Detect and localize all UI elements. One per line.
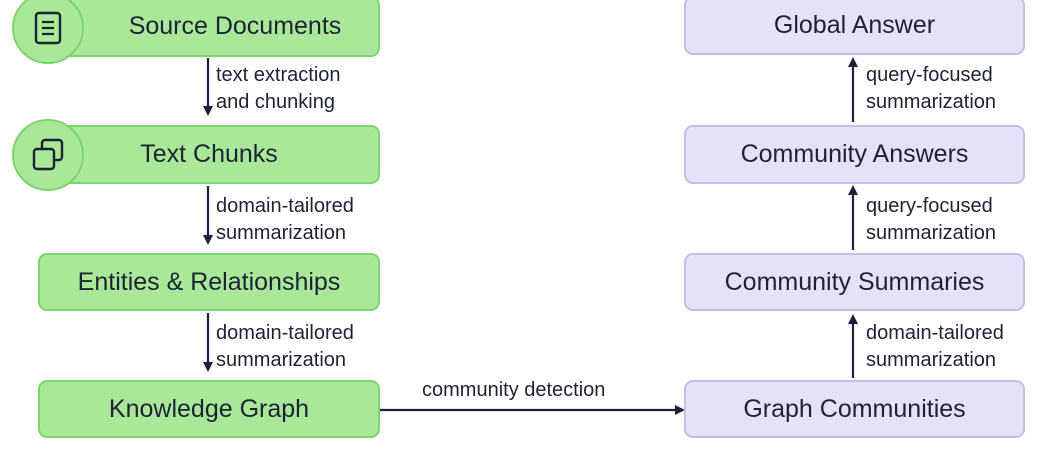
source-documents-node: Source Documents bbox=[38, 0, 380, 57]
overlapping-squares-icon-badge bbox=[12, 119, 84, 191]
community-summaries-label: Community Summaries bbox=[724, 267, 985, 296]
edge-label-community-detection: community detection bbox=[422, 377, 605, 404]
edge-label-text-extraction: text extraction and chunking bbox=[216, 62, 341, 116]
edge-label-line: summarization bbox=[866, 349, 997, 371]
entities-relationships-node: Entities & Relationships bbox=[38, 253, 380, 311]
edge-label-chunks-to-entities: domain-tailored summarization bbox=[216, 193, 354, 247]
edge-label-line: summarization bbox=[866, 222, 997, 244]
edge-label-summaries-to-answers: query-focused summarization bbox=[866, 193, 996, 247]
global-answer-node: Global Answer bbox=[684, 0, 1025, 55]
text-chunks-node: Text Chunks bbox=[38, 125, 380, 184]
edge-label-communities-to-summaries: domain-tailored summarization bbox=[866, 320, 1004, 374]
community-answers-label: Community Answers bbox=[740, 140, 969, 168]
text-chunks-label: Text Chunks bbox=[140, 140, 278, 168]
edge-label-line: community detection bbox=[422, 379, 606, 401]
edge-label-line: query-focused bbox=[866, 195, 993, 217]
document-icon-badge bbox=[12, 0, 84, 64]
edge-label-line: domain-tailored bbox=[866, 322, 1004, 344]
edge-label-line: domain-tailored bbox=[216, 195, 354, 217]
edge-label-entities-to-graph: domain-tailored summarization bbox=[216, 320, 354, 374]
edge-label-line: query-focused bbox=[866, 64, 993, 86]
community-answers-node: Community Answers bbox=[684, 125, 1025, 184]
knowledge-graph-label: Knowledge Graph bbox=[108, 394, 310, 423]
global-answer-label: Global Answer bbox=[773, 11, 936, 39]
edge-label-line: text extraction bbox=[216, 64, 341, 86]
source-documents-label: Source Documents bbox=[128, 12, 342, 40]
document-icon bbox=[34, 11, 62, 45]
knowledge-graph-node: Knowledge Graph bbox=[38, 380, 380, 438]
entities-relationships-label: Entities & Relationships bbox=[77, 267, 341, 296]
community-summaries-node: Community Summaries bbox=[684, 253, 1025, 311]
overlapping-squares-icon bbox=[32, 138, 64, 171]
edge-label-line: and chunking bbox=[216, 91, 335, 113]
graph-communities-node: Graph Communities bbox=[684, 380, 1025, 438]
graph-communities-label: Graph Communities bbox=[743, 394, 966, 423]
edge-label-line: domain-tailored bbox=[216, 322, 354, 344]
edge-label-line: summarization bbox=[216, 349, 347, 371]
edge-label-line: summarization bbox=[216, 222, 347, 244]
edge-label-answers-to-global: query-focused summarization bbox=[866, 62, 996, 116]
edge-label-line: summarization bbox=[866, 91, 997, 113]
